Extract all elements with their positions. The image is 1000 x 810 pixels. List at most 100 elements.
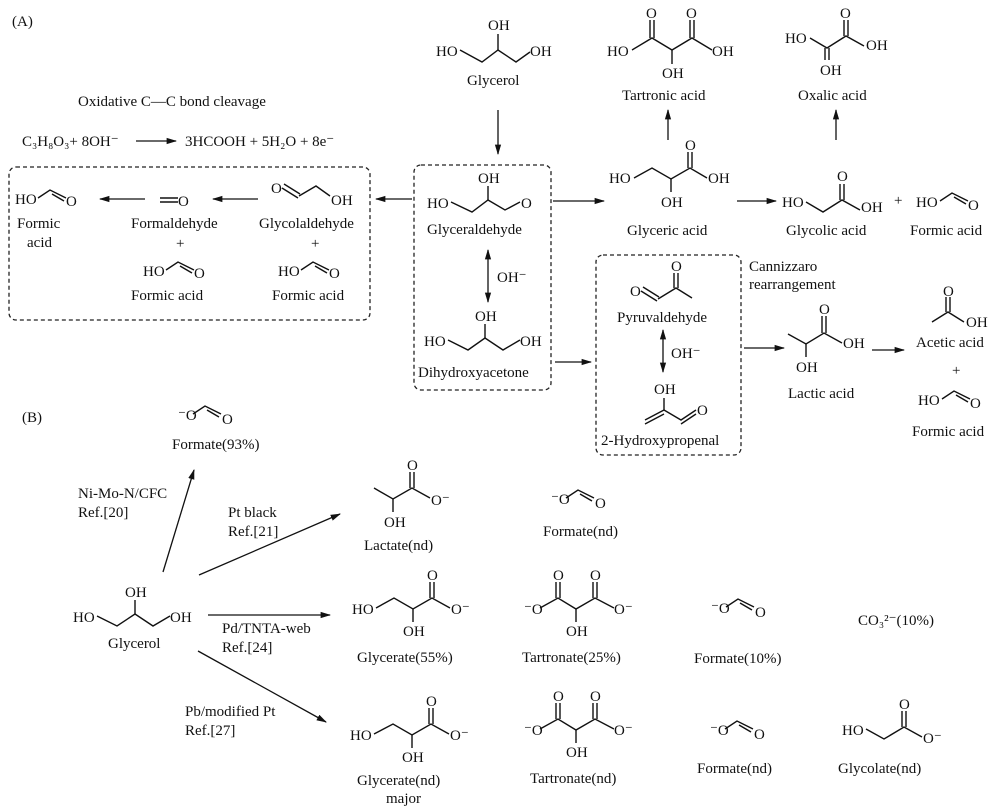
atom-label: HO [427,196,449,212]
atom-label: ⁻O [551,492,570,508]
hydroxypropenal-structure: OH O 2-Hydroxypropenal [601,382,719,449]
bond [941,390,971,400]
formic-acid-structure: HO O Formic acid [910,192,983,239]
bond [955,394,969,403]
atom-label: O⁻ [450,728,469,744]
atom-label: O [819,302,830,318]
formaldehyde-structure: O Formaldehyde + HO O Formic acid [131,194,218,304]
atom-label: O [426,694,437,710]
bond [539,718,615,731]
bond [663,409,697,421]
atom-label: OH [478,171,500,187]
formate-structure: ⁻O O Formate(nd) [543,489,618,540]
atom-label: O [590,689,601,705]
label-pyruvaldehyde: Pyruvaldehyde [617,310,707,326]
bond [179,265,193,274]
atom-label: OH [708,171,730,187]
atom-label: OH [520,334,542,350]
label-glycolic-acid: Glycolic acid [786,223,867,239]
atom-label: OH [796,360,818,376]
formic-acid-structure: HO O Formic acid [912,390,985,440]
atom-label: OH [820,63,842,79]
product-lactate-nd: Lactate(nd) [364,538,433,554]
cleavage-products-box [8,166,371,321]
atom-label: O [968,198,979,214]
bond [300,261,330,271]
atom-label: O [685,138,696,154]
bond [725,598,755,608]
bond [539,597,615,610]
panel-b: (B) HO OH OH Glycerol Ni-Mo-N/CFC Ref.[2… [22,405,942,807]
product-tartronate-25: Tartronate(25%) [522,650,621,666]
tartronate-structure: ⁻O O O OH O⁻ Tartronate(nd) [524,689,633,787]
label-tartronic-acid: Tartronic acid [622,88,706,104]
ref-route-2: Ref.[21] [228,524,278,540]
product-carbonate-10: CO₃²⁻(10%) [858,613,934,629]
oxalic-acid-structure: HO O OH OH Oxalic acid [785,6,888,104]
atom-label: O [837,169,848,185]
bond [447,337,521,351]
bond [724,720,754,730]
bond [738,724,752,733]
bond [565,489,595,499]
atom-label: HO [73,610,95,626]
atom-label: O [222,412,233,428]
bond [314,265,328,274]
bond [373,723,450,736]
product-glycerate-55: Glycerate(55%) [357,650,453,666]
atom-label: O [943,284,954,300]
bond [281,187,299,199]
equation-products: 3HCOOH + 5H₂O + 8e⁻ [185,134,334,150]
bond [640,290,658,302]
label-formaldehyde: Formaldehyde [131,216,218,232]
atom-label: HO [918,393,940,409]
triose-box [413,164,552,391]
atom-label: O [521,196,532,212]
atom-label: O⁻ [431,493,450,509]
atom-label: HO [436,44,458,60]
atom-label: OH [384,515,406,531]
label-oxalic-acid: Oxalic acid [798,88,867,104]
atom-label: O [970,396,981,412]
bond [680,413,697,425]
arrow-route-2 [198,513,341,576]
atom-label: OH [331,193,353,209]
atom-label: O [630,284,641,300]
atom-label: ⁻O [524,723,543,739]
bond [644,409,665,421]
product-formate-93: Formate(93%) [172,437,259,453]
atom-label: ⁻O [524,602,543,618]
label-hydroxypropenal: 2-Hydroxypropenal [601,433,719,449]
condition-hydroxide: OH⁻ [671,346,701,362]
atom-label: OH [403,624,425,640]
bond [939,192,969,202]
lactic-acid-structure: O OH OH Lactic acid [787,302,865,402]
bond [787,332,843,345]
atom-label: HO [609,171,631,187]
atom-label: HO [15,192,37,208]
product-tartronate-nd: Tartronate(nd) [530,771,616,787]
plus-sign: + [311,236,319,252]
acetic-acid-structure: O OH Acetic acid [916,284,988,351]
product-glycerate-note: major [386,791,421,807]
tartronate-structure: ⁻O O O OH O⁻ Tartronate(25%) [522,568,633,666]
label-formic-acid: Formic acid [912,424,985,440]
atom-label: O⁻ [614,723,633,739]
glycerol-reactant-structure: HO OH OH Glycerol [73,585,192,652]
atom-label: ⁻O [711,601,730,617]
atom-label: OH [488,18,510,34]
panel-a-label: (A) [12,14,33,30]
atom-label: OH [866,38,888,54]
catalyst-route-3: Pd/TNTA-web [222,621,311,637]
atom-label: OH [662,66,684,82]
atom-label: OH [712,44,734,60]
catalyst-route-1: Ni-Mo-N/CFC [78,486,167,502]
condition-hydroxide: OH⁻ [497,270,527,286]
label-glycolaldehyde: Glycolaldehyde [259,216,354,232]
cannizzaro-label-1: Cannizzaro [749,259,817,275]
glycerate-structure: HO O OH O⁻ Glycerate(55%) [352,568,470,666]
bond [657,287,693,300]
atom-label: OH [170,610,192,626]
cleavage-title: Oxidative C—C bond cleavage [78,94,266,110]
